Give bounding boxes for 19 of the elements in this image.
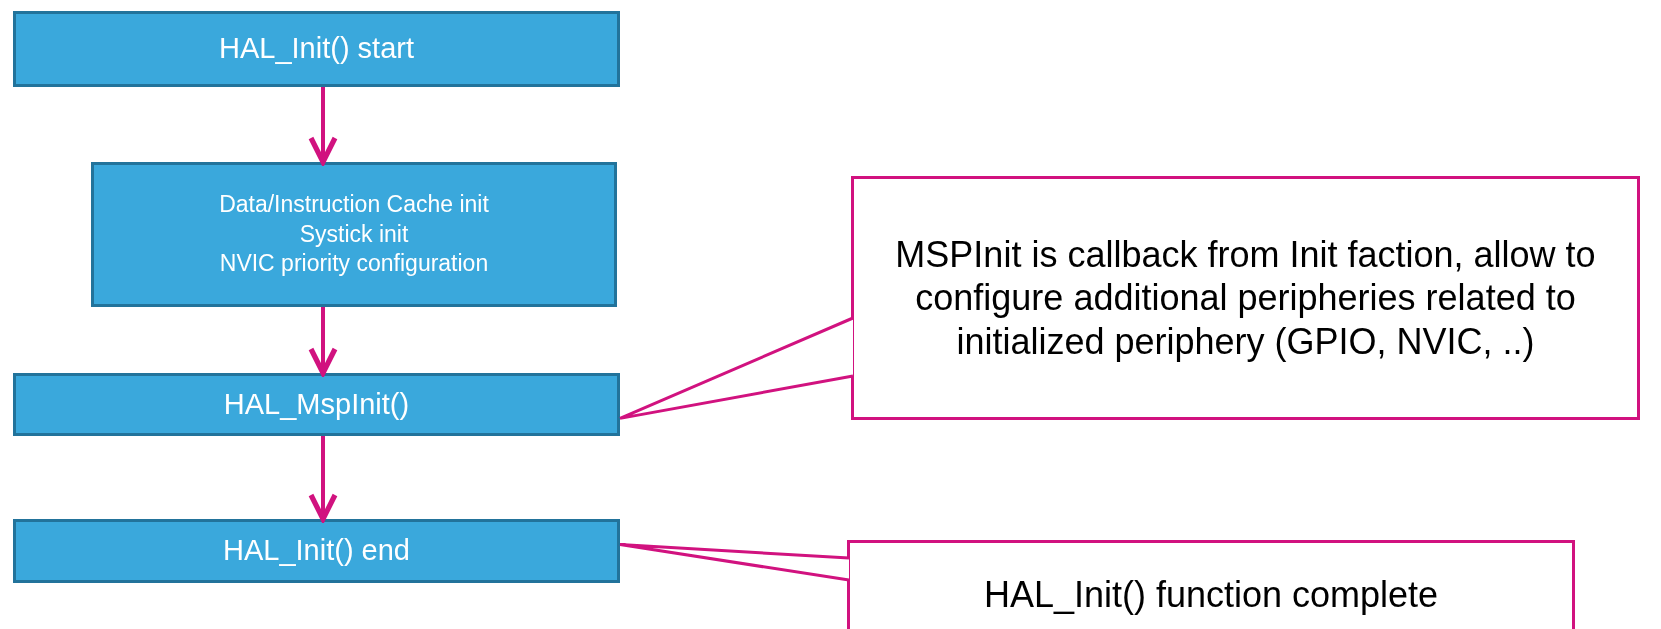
callout-text: MSPInit is callback from Init faction, allow to configure additional peripheries related to initialized periphery (GPIO, NVIC, ..): [894, 233, 1597, 363]
step-text: Systick init: [299, 219, 409, 249]
callout-text: HAL_Init() function complete: [983, 573, 1439, 617]
process-box: [13, 519, 620, 583]
step-text: HAL_Init() start: [219, 31, 414, 67]
process-box: [13, 11, 620, 87]
process-box: [13, 373, 620, 436]
step-text: HAL_Init() end: [223, 533, 410, 569]
process-box: [91, 162, 617, 307]
arrow: [308, 307, 338, 376]
callout-pointer: [618, 543, 851, 582]
callout-box: [847, 540, 1575, 629]
step-text: HAL_MspInit(): [223, 386, 410, 422]
step-text: Data/Instruction Cache init: [219, 189, 489, 219]
step-text: NVIC priority configuration: [219, 249, 489, 279]
arrow: [308, 87, 338, 165]
callout-pointer: [618, 316, 855, 420]
arrow: [308, 436, 338, 522]
callout-box: [851, 176, 1640, 420]
